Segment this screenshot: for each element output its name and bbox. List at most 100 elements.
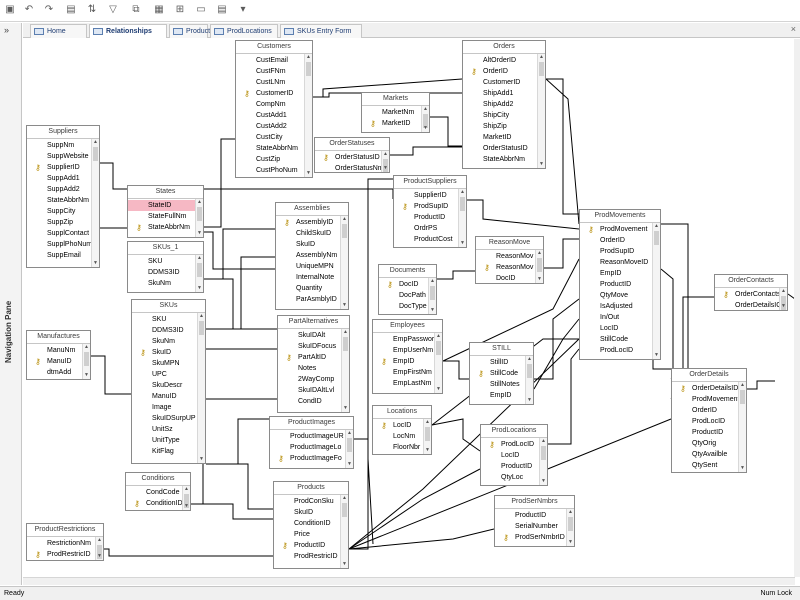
filter-icon[interactable]: ▽ [109,4,117,15]
field-row[interactable]: ⚷OrderStatusID [315,152,381,163]
scroll-thumb[interactable] [306,62,311,76]
table-orderdetails[interactable]: OrderDetails⚷OrderDetailsIDProdMovementI… [671,368,747,473]
table-title[interactable]: OrderStatuses [315,138,389,151]
field-row[interactable]: UniqueMPN [276,261,340,272]
relationship-line[interactable] [534,298,580,380]
scroll-up-icon[interactable]: ▲ [197,199,202,205]
field-row[interactable]: CustPhoNum [236,165,304,176]
field-row[interactable]: CustZip [236,154,304,165]
field-row[interactable]: RestrictionNm [27,538,95,549]
table-title[interactable]: States [128,186,203,199]
scroll-up-icon[interactable]: ▲ [654,223,659,229]
field-row[interactable]: SuppZip [27,217,91,228]
field-row[interactable]: ShipZip [463,121,537,132]
scroll-up-icon[interactable]: ▲ [568,509,573,515]
table-title[interactable]: ProdLocations [481,425,547,438]
scroll-down-icon[interactable]: ▼ [199,456,204,462]
field-row[interactable]: StillCode [580,334,652,345]
field-row[interactable]: ProductID [580,279,652,290]
field-row[interactable]: OrderID [672,405,738,416]
scroll-down-icon[interactable]: ▼ [342,561,347,567]
field-row[interactable]: ⚷ProdMovement [580,224,652,235]
field-row[interactable]: SkuNm [128,278,195,289]
field-row[interactable]: ShipAdd2 [463,99,537,110]
scroll-down-icon[interactable]: ▼ [740,465,745,471]
scroll-thumb[interactable] [527,364,532,378]
scroll-down-icon[interactable]: ▼ [197,285,202,291]
field-row[interactable]: StateID [128,200,195,211]
field-row[interactable]: ProdRestricID [274,551,340,562]
field-row[interactable]: DocID [476,273,535,283]
table-title[interactable]: PartAlternatives [278,316,349,329]
field-row[interactable]: StateAbbrNm [236,143,304,154]
field-row[interactable]: ⚷ProdSerNmbrID [495,532,566,543]
field-row[interactable]: UnitSz [132,424,197,435]
relationship-line[interactable] [313,78,463,98]
field-row[interactable]: EmpFirstNm [373,367,434,378]
field-row[interactable]: MarketID [463,132,537,143]
table-title[interactable]: Assemblies [276,203,348,216]
field-row[interactable]: Image [132,402,197,413]
scroll-thumb[interactable] [436,341,441,355]
relationship-line[interactable] [104,548,273,557]
scroll-up-icon[interactable]: ▲ [306,54,311,60]
field-scrollbar[interactable]: ▲▼ [195,199,203,237]
field-scrollbar[interactable]: ▲▼ [566,509,574,546]
field-row[interactable]: StillID [470,357,525,368]
field-row[interactable]: OrdrPS [394,223,458,234]
table-title[interactable]: Manufactures [27,331,90,344]
scroll-up-icon[interactable]: ▲ [537,250,542,256]
sort-icon[interactable]: ⇅ [87,4,97,15]
scroll-thumb[interactable] [197,263,202,277]
scroll-up-icon[interactable]: ▲ [342,495,347,501]
field-row[interactable]: ChildSkuID [276,228,340,239]
field-row[interactable]: CustAdd2 [236,121,304,132]
field-scrollbar[interactable]: ▲▼ [91,139,99,267]
scroll-up-icon[interactable]: ▲ [343,329,348,335]
field-row[interactable]: DocPath [379,290,428,301]
field-scrollbar[interactable]: ▲▼ [82,344,90,379]
table-title[interactable]: OrderDetails [672,369,746,382]
field-row[interactable]: SupplPhoNum [27,239,91,250]
scroll-thumb[interactable] [740,390,745,404]
field-row[interactable]: ⚷ReasonMov [476,262,535,273]
table-title[interactable]: Customers [236,41,312,54]
field-scrollbar[interactable]: ▲▼ [304,54,312,177]
navigation-pane[interactable]: » Navigation Pane [0,23,22,585]
scroll-down-icon[interactable]: ▼ [539,161,544,167]
field-row[interactable]: ⚷CustomerID [236,88,304,99]
field-row[interactable]: ProductImageLo [270,442,345,453]
field-row[interactable]: SkuIDAlt [278,330,341,341]
field-row[interactable]: LocID [580,323,652,334]
relationship-line[interactable] [548,348,580,445]
field-row[interactable]: SKU [132,314,197,325]
field-row[interactable]: ManuNm [27,345,82,356]
scroll-thumb[interactable] [541,446,546,460]
relationship-line[interactable] [437,270,475,280]
table-title[interactable]: ReasonMove [476,237,543,250]
field-scrollbar[interactable]: ▲▼ [428,278,436,314]
field-row[interactable]: CondID [278,396,341,407]
relationship-icon[interactable]: ⧉ [132,4,140,15]
field-row[interactable]: ⚷StateAbbrNm [128,222,195,233]
save-icon[interactable]: ▣ [5,4,15,15]
field-scrollbar[interactable]: ▲▼ [434,333,442,393]
field-row[interactable]: ProdConSku [274,496,340,507]
field-row[interactable]: ConditionID [274,518,340,529]
field-row[interactable]: EmpPasswor [373,334,434,345]
scroll-up-icon[interactable]: ▲ [423,106,428,112]
field-row[interactable]: ReasonMoveID [580,257,652,268]
field-row[interactable]: StateFullNm [128,211,195,222]
scroll-down-icon[interactable]: ▼ [460,240,465,246]
field-row[interactable]: SkuIDAltLvl [278,385,341,396]
